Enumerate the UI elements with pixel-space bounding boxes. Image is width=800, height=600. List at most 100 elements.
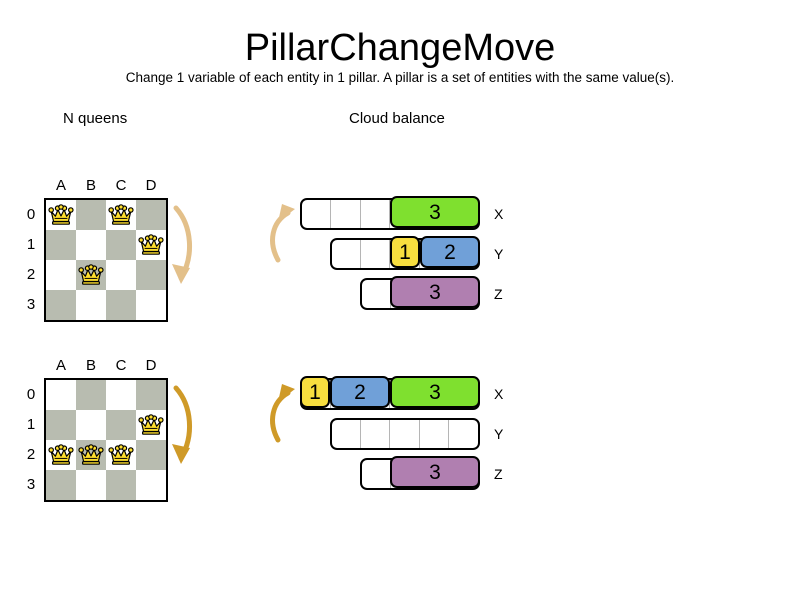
chessboard-before: A B C D 0 1 2 3	[27, 177, 194, 348]
computer-label-z: Z	[494, 466, 503, 482]
board-cell-a2[interactable]	[46, 260, 76, 290]
board-cell-c2[interactable]	[106, 260, 136, 290]
board-row-label-2: 2	[26, 446, 36, 463]
board-cell-a3[interactable]	[46, 290, 76, 320]
move-arrow-board-after-icon	[172, 385, 193, 464]
board-cell-b1[interactable]	[76, 230, 106, 260]
board-cell-a0[interactable]	[46, 200, 76, 230]
capacity-cell	[362, 280, 392, 308]
board-cell-b3[interactable]	[76, 470, 106, 500]
queen-icon[interactable]	[76, 260, 106, 290]
board-cell-c0[interactable]	[106, 200, 136, 230]
computer-capacity-bar[interactable]	[330, 418, 480, 450]
board-row-label-1: 1	[26, 236, 36, 253]
move-arrow-board-before-icon	[172, 205, 193, 284]
computer-label-z: Z	[494, 286, 503, 302]
board-cell-d3[interactable]	[136, 470, 166, 500]
process-block-3[interactable]: 3	[390, 376, 480, 408]
queen-icon[interactable]	[136, 230, 166, 260]
computer-label-y: Y	[494, 426, 504, 442]
queen-icon[interactable]	[106, 440, 136, 470]
board-row-label-2: 2	[26, 266, 36, 283]
chessboard-grid	[44, 198, 168, 322]
capacity-cell	[361, 420, 391, 448]
board-cell-b1[interactable]	[76, 410, 106, 440]
board-cell-b3[interactable]	[76, 290, 106, 320]
board-row-label-3: 3	[26, 296, 36, 313]
process-block-3[interactable]: 3	[390, 276, 480, 308]
board-cell-b2[interactable]	[76, 440, 106, 470]
capacity-cell	[361, 240, 391, 268]
chessboard-grid	[44, 378, 168, 502]
board-cell-d2[interactable]	[136, 440, 166, 470]
board-column-label-c: C	[115, 357, 127, 374]
board-column-label-a: A	[55, 357, 66, 374]
computer-label-x: X	[494, 206, 504, 222]
page-title: PillarChangeMove	[244, 27, 556, 69]
process-block-3[interactable]: 3	[390, 456, 480, 488]
process-block-1[interactable]: 1	[390, 236, 420, 268]
queen-icon[interactable]	[46, 440, 76, 470]
capacity-cell	[420, 420, 449, 448]
page-subtitle: Change 1 variable of each entity in 1 pi…	[125, 70, 675, 85]
capacity-cell	[390, 420, 420, 448]
process-block-1[interactable]: 1	[300, 376, 330, 408]
process-block-2[interactable]: 2	[330, 376, 390, 408]
board-cell-d3[interactable]	[136, 290, 166, 320]
board-cell-d1[interactable]	[136, 410, 166, 440]
section-heading-nqueens: N queens	[63, 110, 128, 127]
board-column-label-b: B	[85, 177, 96, 194]
capacity-cell	[332, 240, 362, 268]
move-arrow-cloud-before-icon	[270, 204, 295, 263]
board-row-label-3: 3	[26, 476, 36, 493]
board-cell-d0[interactable]	[136, 380, 166, 410]
board-column-label-a: A	[55, 177, 66, 194]
queen-icon[interactable]	[106, 200, 136, 230]
board-cell-c1[interactable]	[106, 410, 136, 440]
queen-icon[interactable]	[136, 410, 166, 440]
queen-icon[interactable]	[46, 200, 76, 230]
board-column-label-d: D	[145, 357, 157, 374]
board-cell-b0[interactable]	[76, 200, 106, 230]
board-cell-c2[interactable]	[106, 440, 136, 470]
board-cell-a3[interactable]	[46, 470, 76, 500]
board-cell-c1[interactable]	[106, 230, 136, 260]
computer-row-y: Y	[330, 418, 520, 450]
capacity-cell	[362, 460, 392, 488]
board-column-label-d: D	[145, 177, 157, 194]
board-cell-d1[interactable]	[136, 230, 166, 260]
capacity-cell	[302, 200, 332, 228]
capacity-cell	[361, 200, 391, 228]
board-cell-a2[interactable]	[46, 440, 76, 470]
board-cell-b0[interactable]	[76, 380, 106, 410]
board-column-label-b: B	[85, 357, 96, 374]
process-block-2[interactable]: 2	[420, 236, 480, 268]
board-column-label-c: C	[115, 177, 127, 194]
board-row-label-1: 1	[26, 416, 36, 433]
board-cell-a0[interactable]	[46, 380, 76, 410]
board-cell-a1[interactable]	[46, 410, 76, 440]
board-cell-b2[interactable]	[76, 260, 106, 290]
board-cell-c0[interactable]	[106, 380, 136, 410]
board-cell-c3[interactable]	[106, 290, 136, 320]
board-cell-d2[interactable]	[136, 260, 166, 290]
section-heading-cloud-balance: Cloud balance	[349, 110, 445, 127]
capacity-cell	[331, 200, 361, 228]
process-block-3[interactable]: 3	[390, 196, 480, 228]
computer-label-y: Y	[494, 246, 504, 262]
board-row-label-0: 0	[26, 206, 36, 223]
board-cell-a1[interactable]	[46, 230, 76, 260]
capacity-cell	[332, 420, 362, 448]
computer-label-x: X	[494, 386, 504, 402]
queen-icon[interactable]	[76, 440, 106, 470]
board-cell-d0[interactable]	[136, 200, 166, 230]
move-arrow-cloud-after-icon	[270, 384, 295, 443]
board-cell-c3[interactable]	[106, 470, 136, 500]
capacity-cell	[449, 420, 478, 448]
